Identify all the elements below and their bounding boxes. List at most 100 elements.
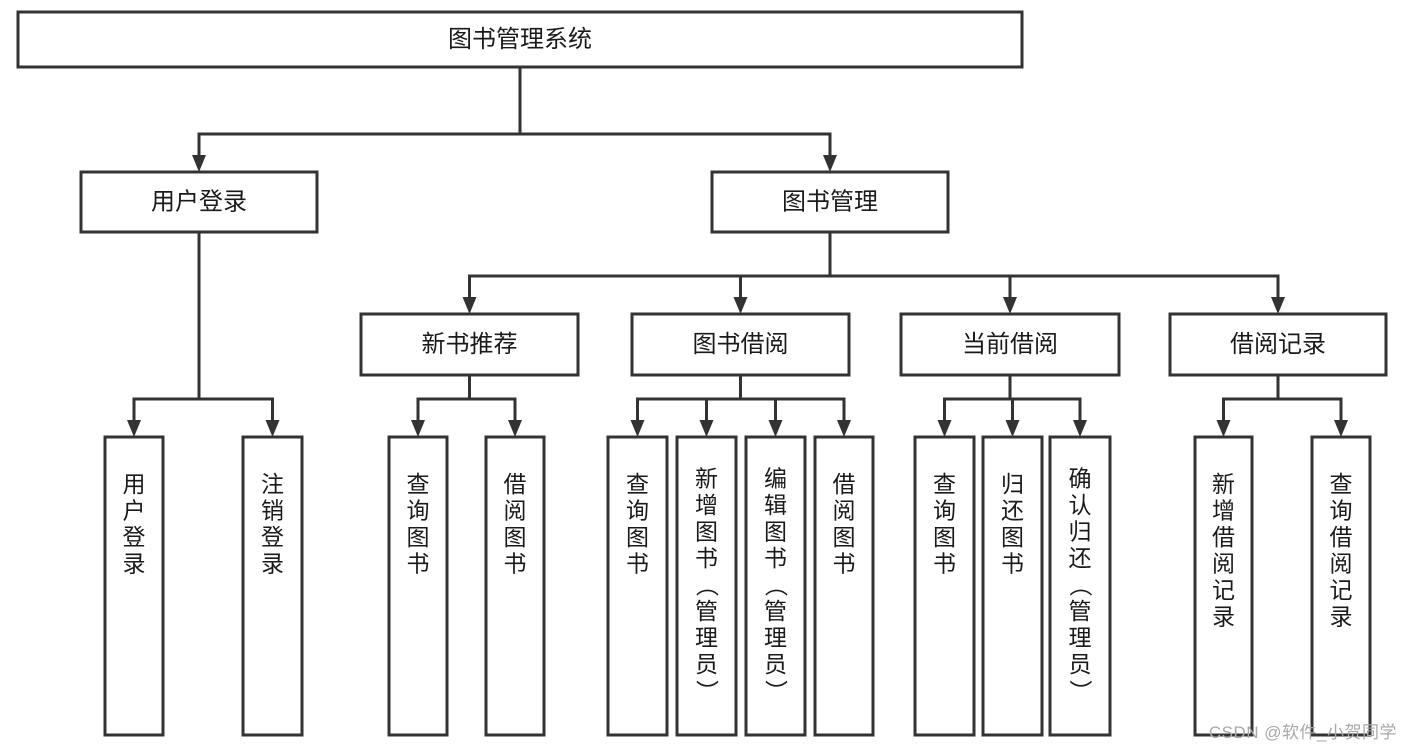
node-label-records-query-record-char-3: 阅 <box>1330 550 1353 576</box>
node-label-borrow-add-book-char-7: 员 <box>695 651 718 677</box>
node-box-current-borrow <box>899 312 1121 377</box>
node-label-recommend-borrow-book-char-1: 阅 <box>504 497 527 523</box>
node-box-records-query-record <box>1310 435 1372 737</box>
node-label-borrow-edit-book-char-2: 图 <box>764 519 787 545</box>
node-label-recommend-query-book-char-3: 书 <box>407 550 430 576</box>
node-box-new-book-recommend <box>359 312 580 377</box>
arrow-head <box>1073 420 1087 437</box>
node-label-borrow-add-book-char-1: 增 <box>695 492 718 518</box>
arrow-head <box>462 297 477 314</box>
node-label-records-query-record-char-0: 查 <box>1330 471 1353 497</box>
node-label-borrow-borrow-book-char-3: 书 <box>833 550 856 576</box>
node-label-borrow-add-book-char-6: 理 <box>695 625 718 651</box>
node-label-borrow-query-book-char-0: 查 <box>626 471 649 497</box>
node-box-borrow-borrow-book <box>813 435 875 737</box>
node-label-current-return-book-char-2: 图 <box>1001 524 1024 550</box>
node-user-login[interactable]: 用户登录 <box>79 170 319 234</box>
node-label-borrow-edit-book-char-6: 理 <box>764 625 787 651</box>
node-box-borrow-add-book <box>675 435 738 737</box>
node-label-records-add-record-char-5: 录 <box>1212 603 1235 629</box>
arrow-head <box>508 420 522 437</box>
node-label-current-confirm-return-char-6: 理 <box>1069 625 1092 651</box>
node-current-borrow[interactable]: 当前借阅 <box>899 312 1121 377</box>
node-label-borrow-add-book-char-0: 新 <box>695 466 718 492</box>
arrow-head <box>1216 420 1231 437</box>
node-box-user-logout-leaf <box>241 435 304 737</box>
node-new-book-recommend[interactable]: 新书推荐 <box>359 312 580 377</box>
node-label-current-confirm-return-char-8: ） <box>1068 680 1094 703</box>
node-label-borrow-edit-book-char-5: 管 <box>764 598 787 624</box>
arrow-head <box>265 420 280 437</box>
arrow-head <box>937 420 952 437</box>
node-label-current-confirm-return-char-5: 管 <box>1069 598 1092 624</box>
node-label-records-add-record-char-1: 增 <box>1212 497 1235 523</box>
node-box-recommend-query-book <box>387 435 449 737</box>
node-label-borrow-records: 借阅记录 <box>1230 331 1326 358</box>
node-box-borrow-records <box>1168 312 1388 377</box>
node-label-records-query-record-char-2: 借 <box>1330 524 1353 550</box>
node-box-current-confirm-return <box>1048 435 1112 737</box>
node-label-records-query-record-char-4: 记 <box>1330 577 1353 603</box>
node-label-user-logout-leaf-char-2: 登 <box>261 524 284 550</box>
node-box-recommend-borrow-book <box>484 435 546 737</box>
node-label-user-logout-leaf-char-0: 注 <box>261 471 284 497</box>
arrow-head <box>768 420 783 437</box>
node-user-login-leaf[interactable]: 用户登录 <box>103 435 165 737</box>
node-label-borrow-edit-book-char-0: 编 <box>764 466 787 492</box>
node-label-records-query-record-char-5: 录 <box>1330 603 1353 629</box>
node-label-records-query-record-char-1: 询 <box>1330 497 1353 523</box>
node-label-new-book-recommend: 新书推荐 <box>422 331 518 358</box>
node-label-user-login-leaf-char-3: 录 <box>123 550 146 576</box>
node-label-borrow-borrow-book-char-2: 图 <box>833 524 856 550</box>
node-box-user-login <box>79 170 319 234</box>
node-label-root: 图书管理系统 <box>448 26 592 53</box>
arrow-head <box>733 297 748 314</box>
node-label-borrow-edit-book-char-7: 员 <box>764 651 787 677</box>
arrow-head <box>823 155 837 172</box>
node-borrow-records[interactable]: 借阅记录 <box>1168 312 1388 377</box>
node-label-recommend-borrow-book-char-0: 借 <box>504 471 527 497</box>
node-label-current-borrow: 当前借阅 <box>962 331 1058 358</box>
node-label-recommend-query-book-char-0: 查 <box>407 471 430 497</box>
node-root[interactable]: 图书管理系统 <box>16 10 1024 69</box>
node-book-manage[interactable]: 图书管理 <box>710 170 950 234</box>
node-label-current-confirm-return-char-3: 还 <box>1069 545 1092 571</box>
node-label-current-confirm-return-char-0: 确 <box>1069 466 1092 492</box>
node-label-borrow-borrow-book-char-1: 阅 <box>833 497 856 523</box>
node-label-records-add-record-char-4: 记 <box>1212 577 1235 603</box>
node-label-recommend-borrow-book-char-2: 图 <box>504 524 527 550</box>
node-label-borrow-edit-book-char-3: 书 <box>764 545 787 571</box>
node-label-recommend-borrow-book-char-3: 书 <box>504 550 527 576</box>
arrow-head <box>1005 420 1020 437</box>
node-label-user-login-leaf-char-1: 户 <box>123 497 146 523</box>
node-book-borrow[interactable]: 图书借阅 <box>630 312 851 377</box>
arrow-head <box>411 420 425 437</box>
node-box-records-add-record <box>1193 435 1254 737</box>
node-label-borrow-add-book-char-5: 管 <box>695 598 718 624</box>
node-label-user-logout-leaf-char-3: 录 <box>261 550 284 576</box>
node-label-user-login-leaf-char-0: 用 <box>123 471 146 497</box>
node-label-borrow-edit-book-char-8: ） <box>763 680 789 703</box>
node-label-borrow-query-book-char-3: 书 <box>626 550 649 576</box>
csdn-watermark: CSDN @软件_小贺同学 <box>1208 723 1397 742</box>
node-label-book-manage: 图书管理 <box>782 188 878 215</box>
node-box-borrow-edit-book <box>744 435 807 737</box>
connector-layer <box>127 65 1348 437</box>
node-box-book-borrow <box>630 312 851 377</box>
node-label-current-confirm-return-char-7: 员 <box>1069 651 1092 677</box>
arrow-head <box>1334 420 1348 437</box>
